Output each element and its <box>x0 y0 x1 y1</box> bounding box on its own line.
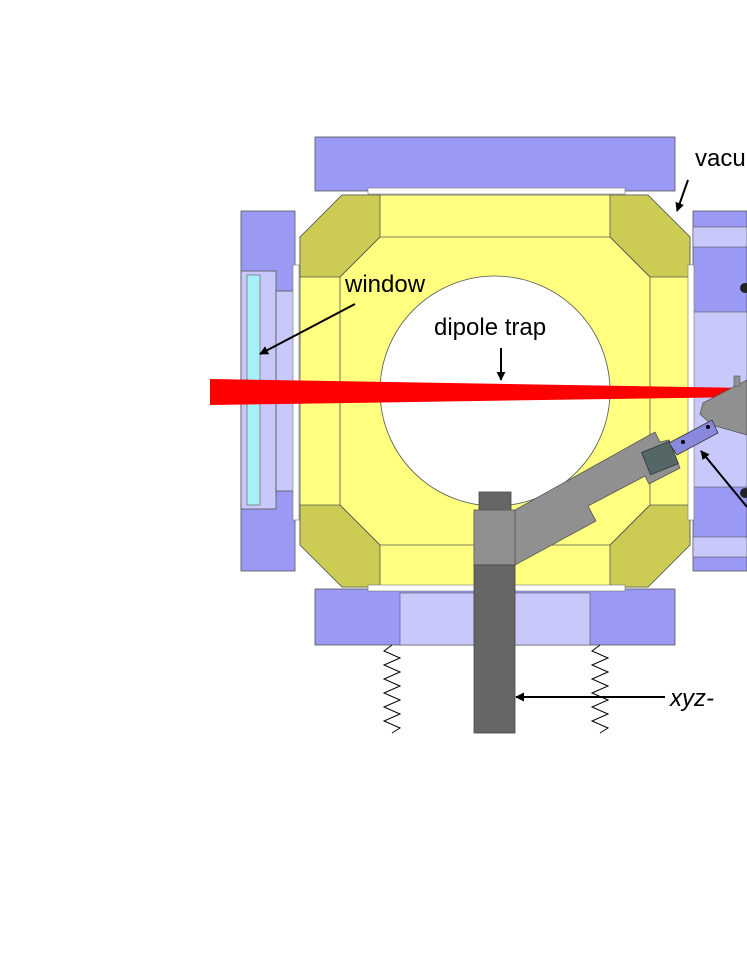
stage-top-block <box>478 491 512 513</box>
holder-screw-2 <box>706 425 710 429</box>
stage-arm <box>514 431 681 566</box>
dipole-trap-label: dipole trap <box>434 314 546 341</box>
top-flange <box>314 136 676 192</box>
stage-lower-post <box>473 564 516 734</box>
sample-holder-plate <box>668 419 719 456</box>
holder-screw-1 <box>681 440 685 444</box>
dipole-trap-beam <box>210 379 747 405</box>
stage-label: xyz- <box>669 685 714 712</box>
vacuum-arrow <box>675 179 689 212</box>
right-bolt-top <box>740 283 747 293</box>
right-flange-band-top <box>692 226 747 248</box>
bellows-spring-right <box>590 644 610 734</box>
window-arrow <box>259 303 356 355</box>
window-label: window <box>344 271 426 298</box>
sample-holder <box>641 440 679 476</box>
right-mount-post <box>733 375 741 387</box>
vacuum-label: vacu <box>695 145 746 172</box>
top-gasket <box>367 187 626 195</box>
right-flange-band-bottom <box>692 536 747 558</box>
holder-arrow <box>700 450 747 508</box>
chamber-inner-outline <box>339 236 651 546</box>
stage-upper-post <box>473 509 516 567</box>
bellows-spring-left <box>382 644 402 734</box>
right-bolt-bottom <box>740 488 747 498</box>
